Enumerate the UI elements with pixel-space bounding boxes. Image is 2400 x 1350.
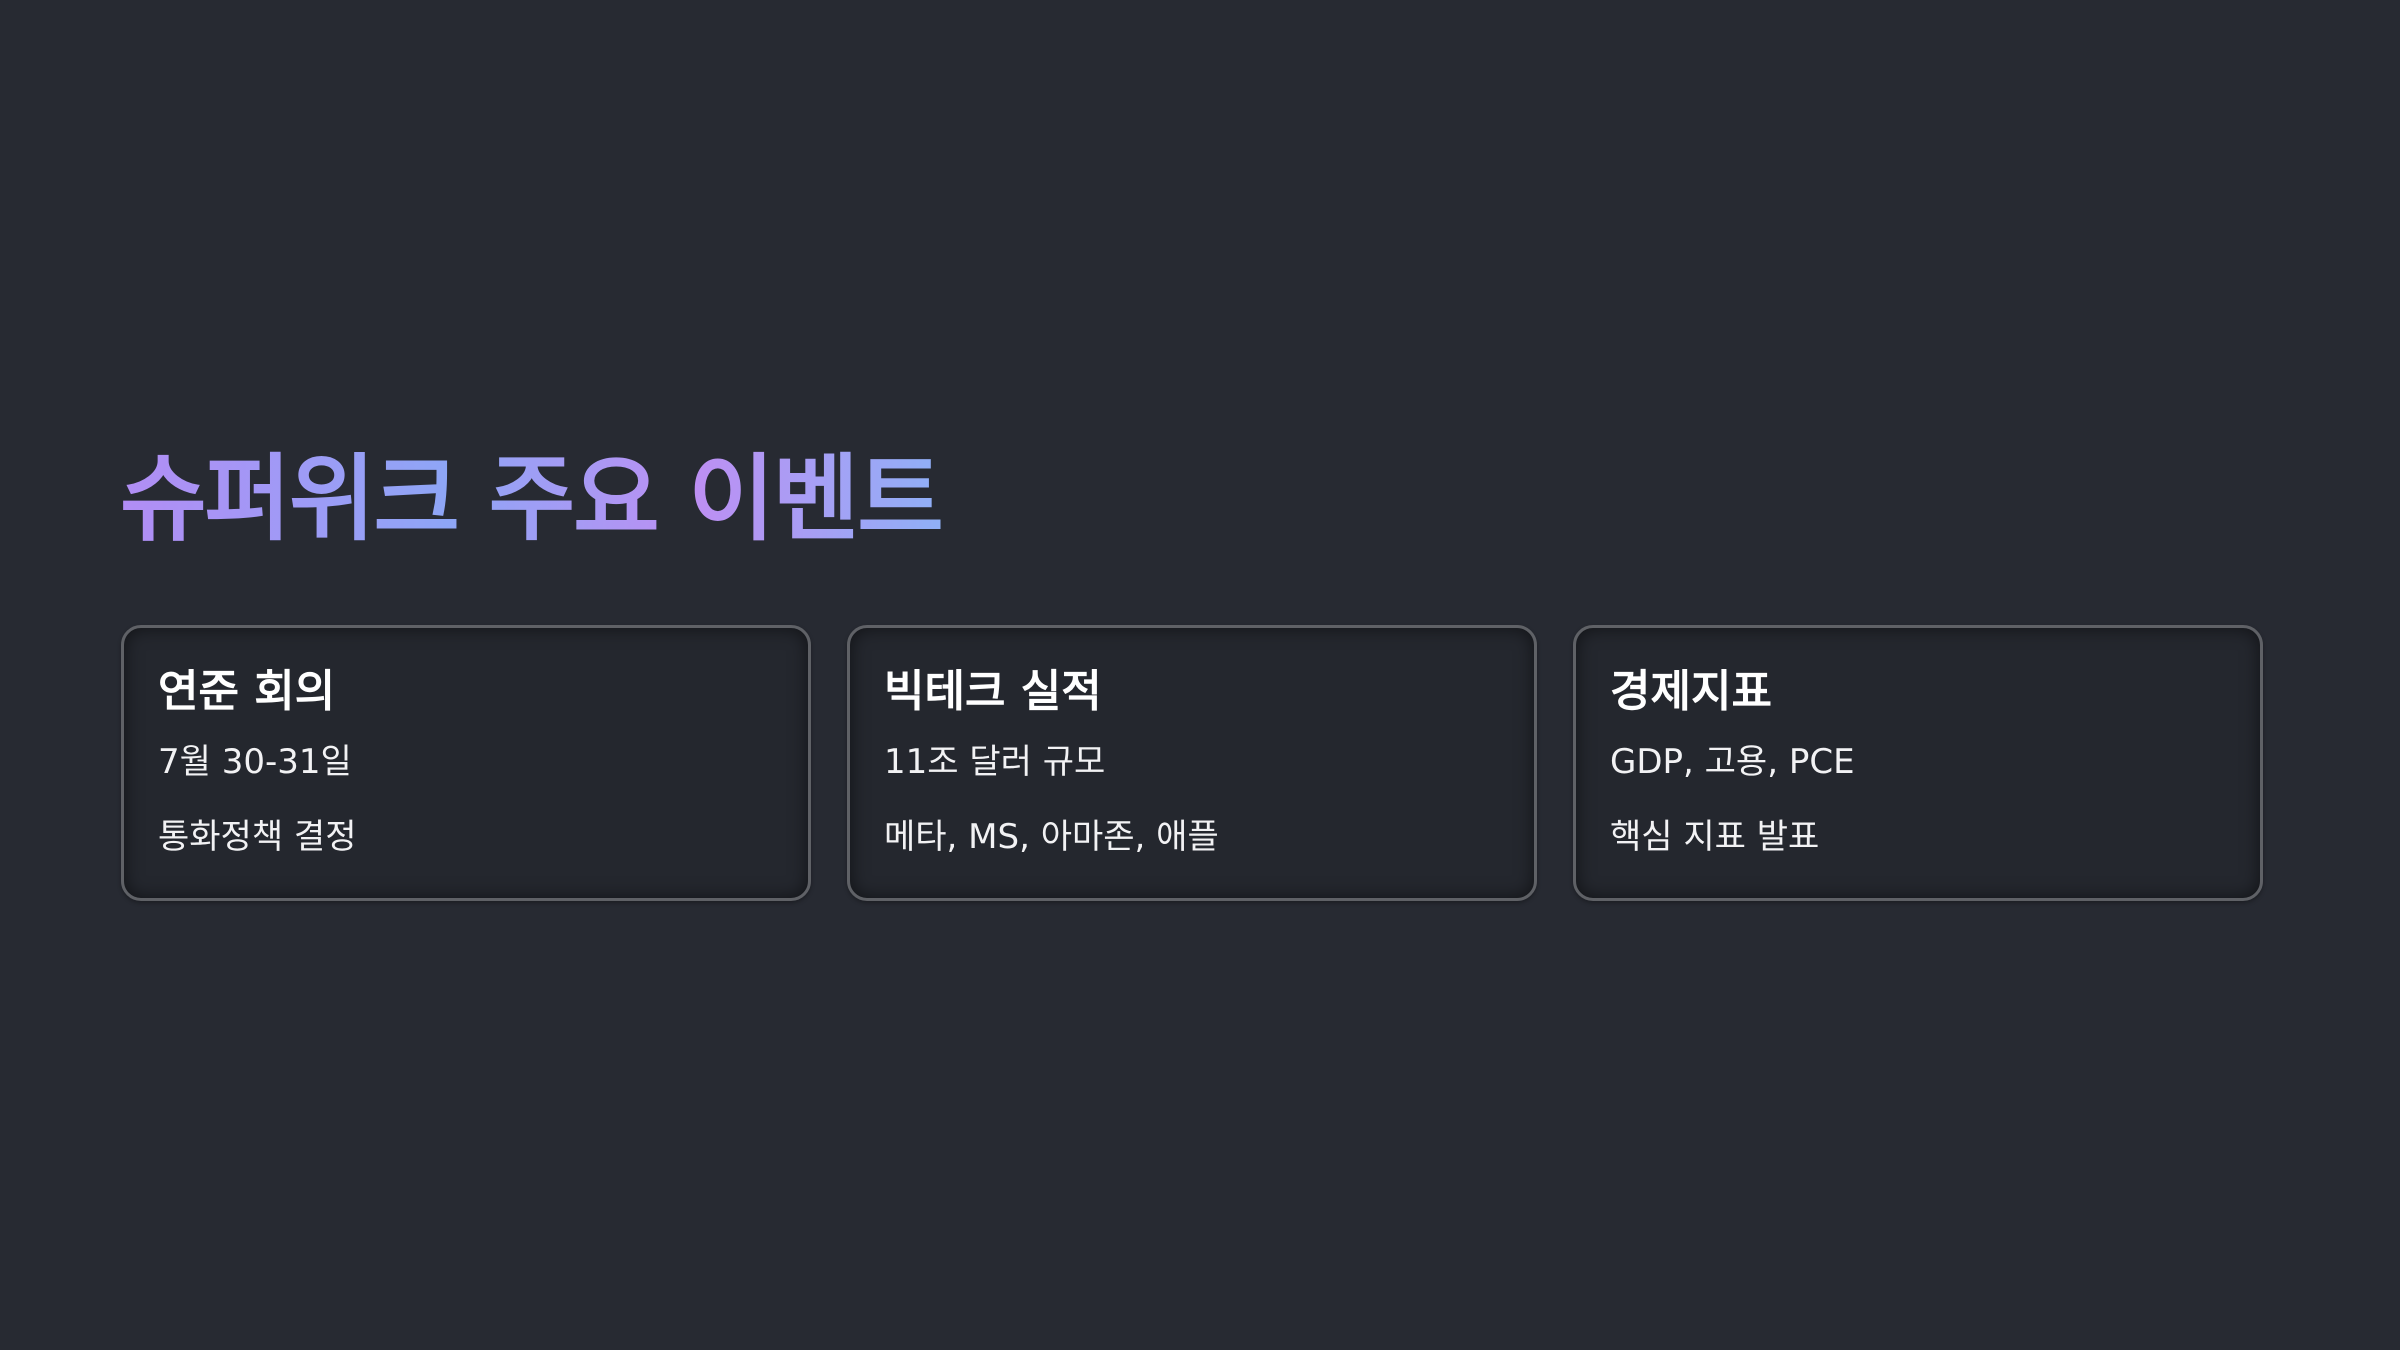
event-card-bigtech-earnings: 빅테크 실적 11조 달러 규모 메타, MS, 아마존, 애플: [847, 625, 1537, 901]
card-detail-line: 통화정책 결정: [158, 817, 357, 857]
slide-title: 슈퍼위크 주요 이벤트: [120, 440, 944, 560]
card-detail-line: GDP, 고용, PCE: [1610, 742, 1855, 782]
card-detail-line: 7월 30-31일: [158, 742, 352, 782]
card-detail-line: 11조 달러 규모: [884, 742, 1106, 782]
event-card-economic-indicators: 경제지표 GDP, 고용, PCE 핵심 지표 발표: [1573, 625, 2263, 901]
card-heading: 연준 회의: [158, 666, 336, 717]
card-heading: 빅테크 실적: [884, 666, 1102, 717]
event-card-fed-meeting: 연준 회의 7월 30-31일 통화정책 결정: [121, 625, 811, 901]
event-card-list: 연준 회의 7월 30-31일 통화정책 결정 빅테크 실적 11조 달러 규모…: [121, 625, 2263, 901]
card-detail-line: 핵심 지표 발표: [1610, 817, 1820, 857]
card-detail-line: 메타, MS, 아마존, 애플: [884, 817, 1219, 857]
card-heading: 경제지표: [1610, 666, 1772, 717]
